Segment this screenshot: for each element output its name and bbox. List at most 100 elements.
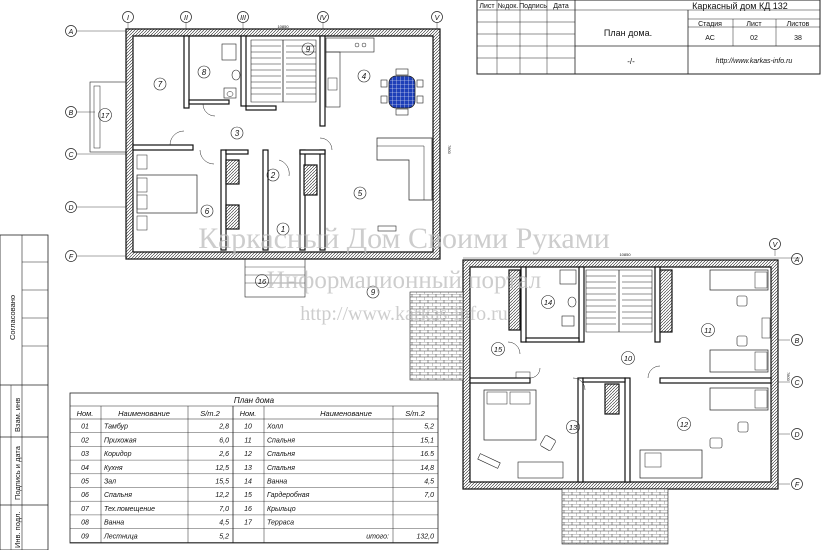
svg-text:9: 9 (306, 45, 311, 54)
tb-sheets-label: Листов (787, 21, 810, 28)
room-row-name: Ванна (104, 520, 124, 527)
svg-text:I: I (127, 15, 129, 22)
plan2-room-labels: 10 11 12 13 14 15 (491, 295, 715, 434)
plan2-axis-bubble-f: F (791, 478, 803, 490)
room-row-num: 07 (81, 506, 90, 513)
plan2-axis-bubble-b: B (791, 334, 803, 346)
plan1-stairs (250, 39, 317, 103)
room-row-area: 4,5 (219, 520, 229, 527)
room-label-16: 16 (255, 274, 269, 288)
room-label-8: 8 (197, 65, 211, 79)
stamp-sign-date: Подпись и дата (13, 445, 22, 500)
room-row-area: 6,0 (219, 437, 229, 444)
plan1-kitchen (325, 37, 375, 108)
room-row-num: 01 (81, 424, 89, 431)
tb-col-sign: Подпись (519, 3, 547, 10)
plan1-height-dim: 7800 (447, 145, 452, 155)
room-row-num: 12 (244, 451, 252, 458)
tb-sheets: 38 (794, 35, 802, 42)
svg-text:15: 15 (494, 345, 503, 354)
plan2 (409, 259, 779, 545)
axis-bubble-a: A (65, 25, 77, 37)
room-row-name: Кухня (104, 465, 123, 472)
room-row-area: 5,2 (219, 533, 229, 540)
axis-bubble-5: V (431, 11, 443, 23)
room-row-name: Спальня (267, 437, 295, 444)
plan2-room13-furniture (477, 389, 564, 479)
axis-bubble-c: C (65, 148, 77, 160)
svg-text:F: F (69, 254, 74, 261)
plan1-bath-fixtures (221, 43, 241, 99)
room-label-1: 1 (276, 222, 290, 236)
room-row-name: Ванна (267, 479, 287, 486)
tb-sheet-label: Лист (746, 21, 762, 28)
svg-text:C: C (794, 380, 800, 387)
room-table-h-area-l: S/m.2 (200, 409, 220, 418)
room-row-name: Терраса (267, 520, 294, 527)
svg-text:1: 1 (281, 225, 285, 234)
room-table-total-label: итого: (366, 533, 389, 540)
room-row-name: Холл (266, 424, 283, 431)
plan1 (89, 28, 441, 298)
tb-col-ndoc: №док. (498, 3, 519, 10)
room-table: План дома Ном. Наименование S/m.2 Ном. Н… (69, 392, 439, 544)
plan1-bed (136, 154, 198, 231)
room-label-13: 13 (566, 420, 580, 434)
room-row-num: 09 (81, 533, 89, 540)
room-label-11: 11 (701, 323, 715, 337)
tb-sheet-title: План дома. (604, 28, 652, 38)
room-row-num: 02 (81, 437, 89, 444)
svg-text:II: II (184, 15, 188, 22)
svg-text:9: 9 (371, 288, 376, 297)
room-row-num: 06 (81, 492, 89, 499)
room-row-area: 2,6 (218, 451, 229, 458)
svg-text:A: A (68, 29, 74, 36)
room-row-area: 12,5 (215, 465, 229, 472)
room-row-num: 16 (244, 506, 252, 513)
stamp-orig: Инв. подл. (13, 511, 22, 548)
axis-bubble-b: B (65, 106, 77, 118)
room-row-name: Спальня (104, 492, 132, 499)
room-row-num: 03 (81, 451, 89, 458)
tb-col-date: Дата (553, 3, 569, 10)
plan1-sofa (376, 137, 433, 232)
room-row-num: 10 (244, 424, 252, 431)
room-label-4: 4 (357, 69, 371, 83)
watermark-line2: Информационный портал (267, 267, 542, 294)
title-block: Лист №док. Подпись Дата Каркасный дом КД… (476, 0, 821, 75)
side-stamp: Согласовано Взам. инв Подпись и дата Инв… (0, 234, 49, 550)
room-label-3: 3 (230, 126, 244, 140)
svg-text:12: 12 (680, 420, 689, 429)
room-row-area: 14,8 (420, 465, 434, 472)
svg-text:7: 7 (158, 80, 163, 89)
axis-bubble-d: D (65, 201, 77, 213)
watermark-line1: Каркасный Дом Своими Руками (198, 222, 610, 255)
room-table-h-name-r: Наименование (320, 409, 372, 418)
plan2-axis-bubble-c: C (791, 376, 803, 388)
axis-bubble-2: II (180, 11, 192, 23)
svg-text:17: 17 (101, 111, 110, 120)
svg-text:14: 14 (544, 298, 552, 307)
stamp-agreed: Согласовано (8, 295, 17, 340)
svg-text:D: D (794, 432, 799, 439)
axis-bubble-f: F (65, 250, 77, 262)
room-row-area: 15,1 (420, 437, 434, 444)
svg-text:V: V (435, 15, 441, 22)
plan2-balcony-left (409, 291, 464, 381)
svg-text:C: C (68, 152, 74, 159)
plan2-width-dim: 10850 (619, 252, 631, 257)
room-label-5: 5 (353, 186, 367, 200)
room-row-area: 15,5 (215, 479, 229, 486)
svg-text:F: F (795, 482, 800, 489)
room-row-area: 16.5 (420, 451, 434, 458)
axis-bubble-3: III (237, 11, 249, 23)
tb-stage-label: Стадия (698, 21, 722, 28)
room-table-title: План дома (234, 396, 275, 405)
plan1-porch (244, 258, 306, 298)
svg-text:5: 5 (358, 189, 363, 198)
room-table-h-area-r: S/m.2 (405, 409, 425, 418)
tb-stage: АС (705, 35, 715, 42)
room-label-9b: 9 (366, 285, 380, 299)
plan2-stairs (585, 269, 653, 333)
